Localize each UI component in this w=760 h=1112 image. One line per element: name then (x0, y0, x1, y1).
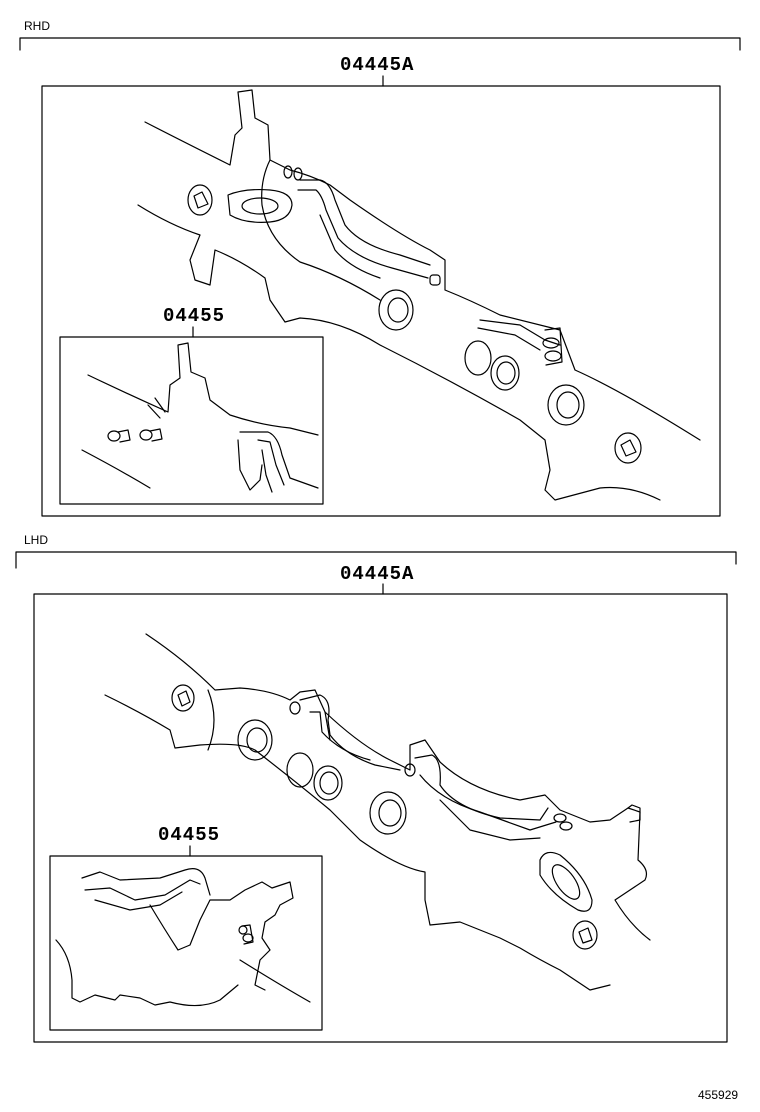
lhd-bracket (15, 551, 737, 569)
rhd-sub-pipe-b (257, 439, 285, 486)
lhd-oil-seal-1-inner (246, 727, 268, 753)
lhd-rack-housing-lower (104, 694, 611, 991)
rhd-rack-housing (144, 89, 701, 441)
diagram-id: 455929 (698, 1088, 739, 1102)
rhd-sub-housing (87, 342, 319, 436)
rhd-sub-stub (147, 397, 166, 419)
rhd-oil-seal-1-inner (387, 297, 409, 323)
lhd-seal-ring-inner (319, 771, 339, 795)
rhd-main-box (41, 85, 721, 517)
rhd-sub-bolt-1 (107, 429, 131, 443)
lhd-gasket-hole (551, 864, 581, 900)
rhd-sub-part-label: 04455 (163, 305, 226, 327)
rhd-fitting-body (544, 327, 563, 366)
rhd-fitting-ring-1 (542, 337, 560, 349)
rhd-gasket-hole (241, 197, 279, 215)
lhd-oring-large (286, 752, 314, 788)
rhd-rack-body (261, 159, 381, 301)
lhd-sub-housing (149, 881, 294, 991)
lhd-rack-housing (145, 633, 651, 941)
lhd-pipe-c (414, 754, 549, 821)
rhd-bushing-left (187, 184, 213, 216)
lhd-oil-seal-1 (237, 719, 273, 761)
lhd-rack-body (207, 689, 331, 751)
rhd-sub-housing-lower (81, 439, 263, 491)
rhd-oil-seal-2-inner (556, 391, 580, 419)
lhd-pipe-a (299, 694, 401, 771)
rhd-bracket (19, 37, 741, 51)
rhd-rack-housing-lower (137, 204, 661, 501)
rhd-pipe-c (319, 214, 381, 279)
lhd-sub-part-label: 04455 (158, 824, 221, 846)
rhd-section-tag: RHD (24, 19, 50, 33)
rhd-bushing-right-inner (620, 439, 637, 457)
lhd-sub-housing-lower (55, 939, 311, 1007)
lhd-main-part-label: 04445A (340, 563, 415, 585)
lhd-oil-seal-2 (369, 791, 407, 835)
rhd-pipe-a (299, 179, 431, 266)
lhd-sub-pipe-c (94, 891, 183, 911)
lhd-input-shaft (627, 804, 641, 823)
lhd-bushing-left-inner (177, 690, 191, 707)
rhd-seal-ring (490, 355, 520, 391)
rhd-sub-pipe-c (261, 449, 273, 493)
rhd-bushing-left-inner (193, 191, 209, 209)
rhd-oring-large (464, 340, 492, 376)
lhd-gasket-plate (539, 851, 593, 912)
rhd-pipe-d (479, 319, 561, 346)
lhd-oil-seal-2-inner (378, 799, 402, 827)
lhd-pipe-e (439, 799, 541, 841)
rhd-fitting-ring-2 (544, 350, 562, 362)
lhd-bushing-left (171, 684, 195, 712)
lhd-section-tag: LHD (24, 533, 49, 547)
lhd-sub-pipe-a (81, 868, 211, 896)
lhd-fitting-ring-1 (553, 813, 567, 823)
lhd-section (15, 551, 737, 1043)
lhd-sub-pipe-b (84, 879, 201, 901)
lhd-bushing-right-inner (578, 927, 593, 944)
lhd-fitting-mid (404, 763, 416, 777)
lhd-sub-bolts (238, 924, 254, 945)
lhd-bushing-right (572, 920, 598, 950)
rhd-sub-pipe-a (239, 431, 319, 489)
rhd-sub-box (59, 336, 324, 505)
rhd-seal-ring-inner (496, 361, 516, 385)
lhd-main-box (33, 593, 728, 1043)
rhd-gasket-plate (227, 188, 293, 223)
lhd-fitting-ring-2 (559, 821, 573, 831)
rhd-section (19, 37, 741, 517)
rhd-bushing-right (614, 432, 642, 464)
lhd-fitting-top (289, 701, 301, 715)
lhd-pipe-d (419, 774, 557, 831)
rhd-oil-seal-1 (378, 289, 414, 331)
rhd-main-part-label: 04445A (340, 54, 415, 76)
lhd-seal-ring (313, 765, 343, 801)
rhd-oring-1 (283, 165, 293, 179)
rhd-oil-seal-2 (547, 384, 585, 426)
rhd-pipe-fitting (429, 274, 441, 286)
rhd-pipe-e (477, 327, 541, 351)
rhd-pipe-b (297, 189, 429, 279)
lhd-sub-box (49, 855, 323, 1031)
rhd-oring-2 (293, 167, 303, 181)
rhd-sub-bolt-2 (139, 428, 163, 442)
lhd-pipe-b (309, 711, 371, 761)
